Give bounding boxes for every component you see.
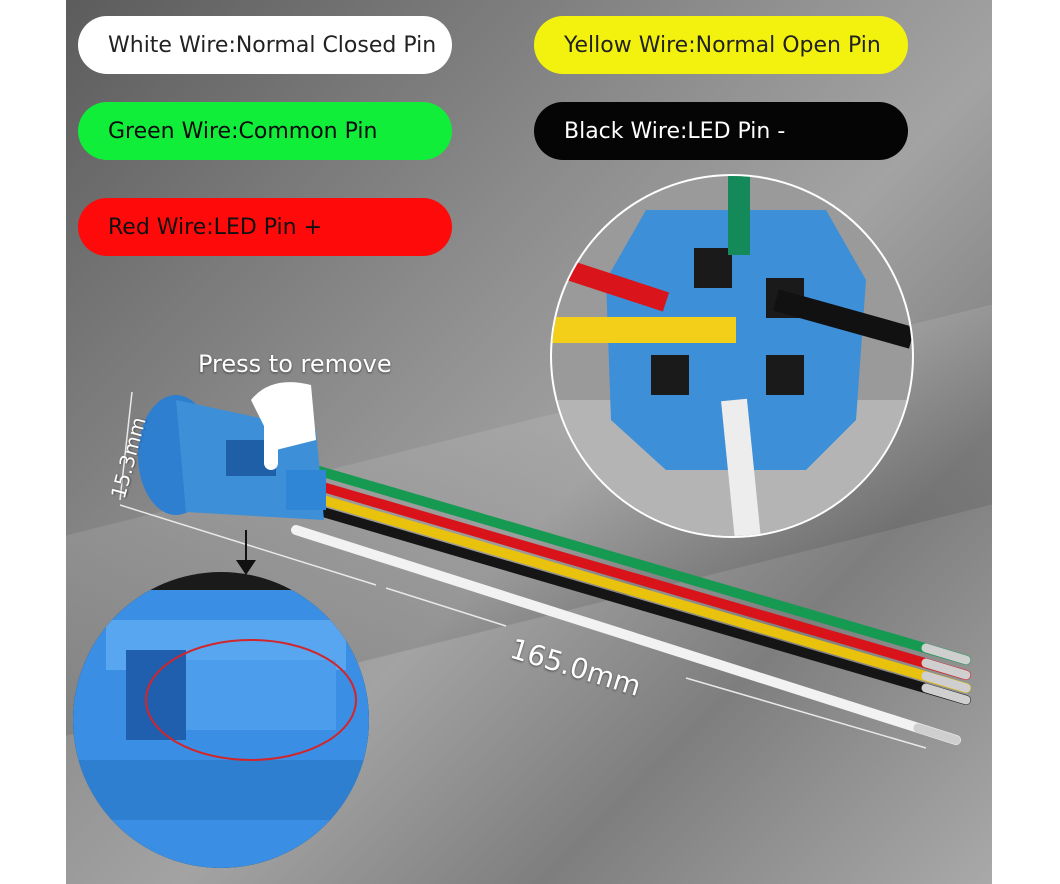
legend-red-label: Red Wire:LED Pin + [108,214,323,240]
zoom-black-wire [773,289,912,349]
legend-white-wire: White Wire:Normal Closed Pin [78,16,452,74]
white-wire [291,525,961,745]
yellow-wire [311,493,971,693]
wire-bundle [291,465,971,745]
legend-red-wire: Red Wire:LED Pin + [78,198,452,256]
latch-zoom-circle [73,572,369,868]
green-wire [311,465,971,665]
latch-highlight [145,639,357,761]
press-to-remove-label: Press to remove [198,350,392,378]
red-wire [311,480,971,680]
legend-black-label: Black Wire:LED Pin - [564,118,786,144]
legend-yellow-wire: Yellow Wire:Normal Open Pin [534,16,908,74]
dimension-lines [119,391,927,749]
wiring-illustration [73,174,971,868]
product-image: White Wire:Normal Closed Pin Yellow Wire… [66,0,992,884]
legend-green-wire: Green Wire:Common Pin [78,102,452,160]
legend-green-label: Green Wire:Common Pin [108,118,378,144]
zoom-white-wire [721,398,761,536]
zoom-pointer [236,530,256,575]
wire-tips [913,643,971,745]
hand-pointer-icon [251,382,316,470]
legend-yellow-label: Yellow Wire:Normal Open Pin [564,32,881,58]
black-wire [311,505,971,705]
legend-black-wire: Black Wire:LED Pin - [534,102,908,160]
legend-white-label: White Wire:Normal Closed Pin [108,32,437,58]
zoom-red-wire [558,258,670,312]
pin-zoom-circle [550,174,914,538]
